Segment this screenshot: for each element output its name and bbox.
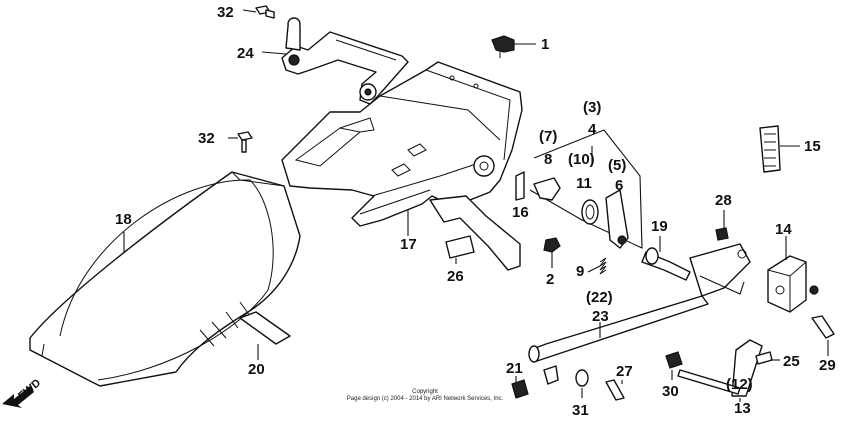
callout-20: 20 <box>248 361 265 378</box>
copyright-line-2: Page design (c) 2004 - 2014 by ARI Netwo… <box>347 396 504 402</box>
callout-5: (5) <box>608 157 626 174</box>
part-bolt-27 <box>605 379 625 401</box>
part-nut-30 <box>665 351 683 369</box>
copyright-notice: Copyright Page design (c) 2004 - 2014 by… <box>347 389 504 402</box>
callout-10: (10) <box>568 151 595 168</box>
callout-25: 25 <box>783 353 800 370</box>
part-bolt-28 <box>715 227 729 241</box>
part-spring-16 <box>515 171 525 201</box>
callout-8: 8 <box>544 151 552 168</box>
callout-3: (3) <box>583 99 601 116</box>
leader-lines <box>123 9 829 402</box>
part-lever-8 <box>533 177 561 201</box>
part-bolt-middle <box>237 131 253 153</box>
part-clip <box>491 35 515 58</box>
part-main-frame <box>281 61 523 271</box>
callout-18: 18 <box>115 211 132 228</box>
callout-12: (12) <box>726 376 753 393</box>
part-clamp-20 <box>239 311 291 345</box>
callout-6: 6 <box>615 177 623 194</box>
part-block-14 <box>767 255 819 313</box>
callout-11: 11 <box>576 175 592 192</box>
part-bracket <box>281 17 409 105</box>
callout-24: 24 <box>237 45 254 62</box>
copyright-line-1: Copyright <box>412 389 438 395</box>
part-spring-9 <box>599 257 607 275</box>
callout-31: 31 <box>572 402 589 419</box>
callout-9: 9 <box>576 263 584 280</box>
part-pin-29 <box>811 315 835 339</box>
callout-32-upper: 32 <box>217 4 234 21</box>
part-bolt-upper <box>255 5 275 19</box>
callout-1: 1 <box>541 36 549 53</box>
callout-29: 29 <box>819 357 836 374</box>
callout-13: 13 <box>734 400 751 417</box>
fwd-label: FWD <box>16 377 43 402</box>
part-chain-15 <box>759 125 781 173</box>
callout-4: 4 <box>588 121 597 138</box>
part-pedal-13 <box>677 339 763 397</box>
part-spring-11 <box>581 199 599 225</box>
callout-19: 19 <box>651 218 668 235</box>
forward-direction-arrow: FWD <box>2 377 43 408</box>
callout-23: 23 <box>592 308 609 325</box>
part-rod-23 <box>528 243 751 385</box>
part-washer-31 <box>575 369 589 387</box>
callout-22: (22) <box>586 289 613 306</box>
part-cap-21 <box>511 379 529 399</box>
callout-27: 27 <box>616 363 633 380</box>
callout-7: (7) <box>539 128 557 145</box>
callout-17: 17 <box>400 236 417 253</box>
callout-15: 15 <box>804 138 821 155</box>
callout-32-middle: 32 <box>198 130 215 147</box>
callout-16: 16 <box>512 204 529 221</box>
part-group-bracket <box>529 129 643 249</box>
callout-28: 28 <box>715 192 732 209</box>
part-label-plate <box>445 235 475 259</box>
part-fender-panel <box>29 171 301 387</box>
callout-26: 26 <box>447 268 464 285</box>
part-arm-6 <box>605 189 629 249</box>
part-nut-2 <box>543 237 561 253</box>
callout-14: 14 <box>775 221 792 238</box>
callout-30: 30 <box>662 383 679 400</box>
callout-labels: 1 2 (3) 4 (5) 6 (7) 8 9 (10) 11 (12) 13 … <box>115 4 836 419</box>
callout-2: 2 <box>546 271 554 288</box>
callout-21: 21 <box>506 360 523 377</box>
part-pivot-19 <box>641 247 691 281</box>
